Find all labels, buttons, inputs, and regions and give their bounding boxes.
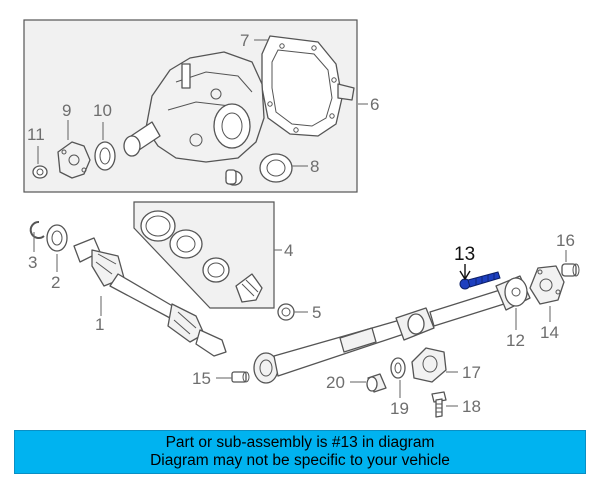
- info-banner: Part or sub-assembly is #13 in diagram D…: [14, 430, 586, 474]
- differential-cover[interactable]: [261, 35, 355, 137]
- callout-15: 15: [192, 369, 211, 388]
- callout-19: 19: [390, 399, 409, 418]
- callouts: 7 6 8 9 10 11 4 5 1 2 3 13 16 12 14 15 2…: [27, 31, 575, 418]
- callout-18: 18: [462, 397, 481, 416]
- callout-3: 3: [28, 253, 37, 272]
- bushing-20[interactable]: [366, 373, 387, 393]
- nut-5[interactable]: [277, 303, 295, 321]
- callout-8: 8: [310, 157, 319, 176]
- callout-17: 17: [462, 363, 481, 382]
- bolt-18[interactable]: [431, 391, 447, 418]
- washer-19[interactable]: [390, 357, 406, 379]
- callout-9: 9: [62, 101, 71, 120]
- callout-16: 16: [556, 231, 575, 250]
- callout-1: 1: [95, 315, 104, 334]
- differential-housing[interactable]: [123, 51, 265, 163]
- callout-2: 2: [51, 273, 60, 292]
- callout-13: 13: [454, 244, 475, 265]
- nut-11[interactable]: [32, 165, 48, 179]
- bolt-13[interactable]: [459, 271, 501, 290]
- leader-lines: [33, 39, 567, 407]
- banner-line-2: Diagram may not be specific to your vehi…: [150, 452, 450, 469]
- flange-9[interactable]: [57, 141, 91, 179]
- callout-11: 11: [27, 125, 45, 144]
- boot-kit-parts[interactable]: [140, 210, 263, 303]
- callout-6: 6: [370, 95, 379, 114]
- callout-12: 12: [506, 331, 525, 350]
- callout-7: 7: [240, 31, 249, 50]
- plug-15[interactable]: [231, 371, 250, 383]
- parts-diagram: 7 6 8 9 10 11 4 5 1 2 3 13 16 12 14 15 2…: [23, 19, 580, 418]
- banner-line-1: Part or sub-assembly is #13 in diagram: [165, 434, 435, 451]
- callout-14: 14: [540, 323, 559, 342]
- center-bearing-17[interactable]: [411, 347, 447, 383]
- callout-4: 4: [284, 241, 293, 260]
- housing-sleeve[interactable]: [225, 169, 243, 186]
- washer-2[interactable]: [46, 224, 68, 252]
- callout-10: 10: [93, 101, 112, 120]
- callout-20: 20: [326, 373, 345, 392]
- seal-10[interactable]: [94, 141, 116, 171]
- seal-8[interactable]: [259, 153, 293, 183]
- axle-shaft[interactable]: [73, 237, 227, 357]
- callout-5: 5: [312, 303, 321, 322]
- drive-shaft[interactable]: [253, 275, 531, 384]
- flex-disc-14[interactable]: [529, 265, 565, 305]
- sleeve-16[interactable]: [561, 263, 580, 277]
- snap-ring-3[interactable]: [29, 220, 45, 239]
